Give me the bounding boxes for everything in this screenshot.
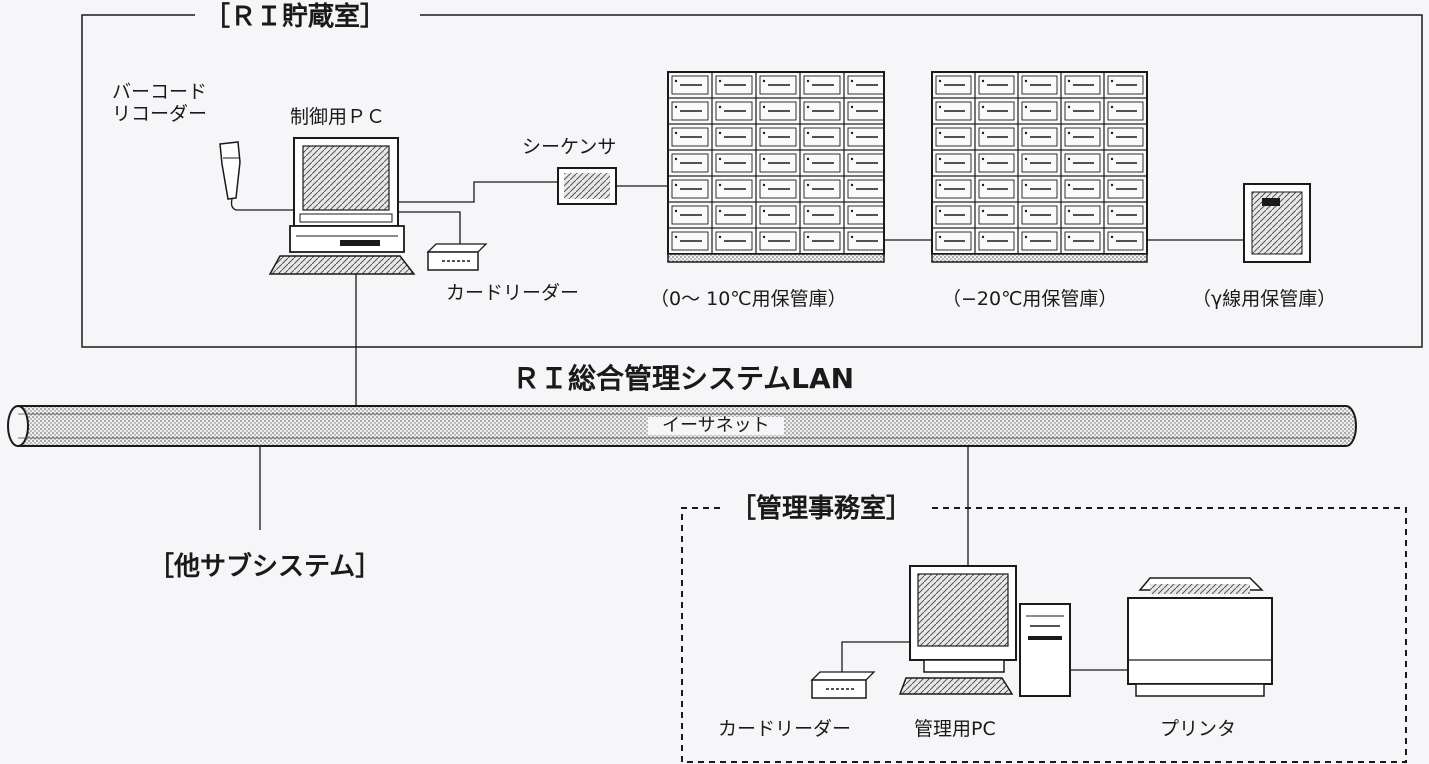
admin-office-title: ［管理事務室］ — [722, 496, 921, 522]
lan-title: ＲＩ総合管理システムLAN — [512, 362, 855, 395]
cabinet-gamma-label: （γ線用保管庫） — [1192, 288, 1337, 310]
admin-pc-label: 管理用PC — [914, 718, 996, 740]
card-reader-label: カードリーダー — [446, 282, 580, 304]
admin-office-frame — [681, 507, 1407, 763]
admin-card-reader-label: カードリーダー — [718, 718, 852, 740]
cabinet-0-10-icon — [667, 71, 885, 263]
printer-icon — [1127, 577, 1273, 697]
cabinet-0-10-label: （0～ 10℃用保管庫） — [650, 288, 847, 310]
control-pc-label: 制御用ＰＣ — [290, 106, 386, 128]
storage-room-title: ［ＲＩ貯蔵室］ — [196, 4, 395, 30]
barcode-reader-icon — [219, 141, 298, 211]
cabinet-minus20-label: （−20℃用保管庫） — [942, 288, 1118, 310]
control-pc-icon — [268, 137, 416, 275]
storage-room-frame — [81, 14, 1423, 348]
barcode-reader-label: バーコード リコーダー — [112, 81, 208, 125]
storage-room-connections — [355, 181, 1244, 420]
network-drops — [259, 446, 969, 566]
cabinet-minus20-icon — [931, 71, 1148, 263]
admin-pc-icon — [898, 565, 1071, 697]
ethernet-label: イーサネット — [648, 417, 784, 435]
admin-card-reader-icon — [810, 671, 876, 699]
other-subsystem-label: ［他サブシステム］ — [140, 554, 390, 580]
cabinet-gamma-icon — [1243, 183, 1311, 263]
sequencer-label: シーケンサ — [522, 136, 617, 158]
printer-label: プリンタ — [1160, 718, 1237, 740]
sequencer-icon — [557, 167, 617, 205]
card-reader-icon — [426, 243, 488, 271]
admin-connections — [841, 641, 1128, 672]
